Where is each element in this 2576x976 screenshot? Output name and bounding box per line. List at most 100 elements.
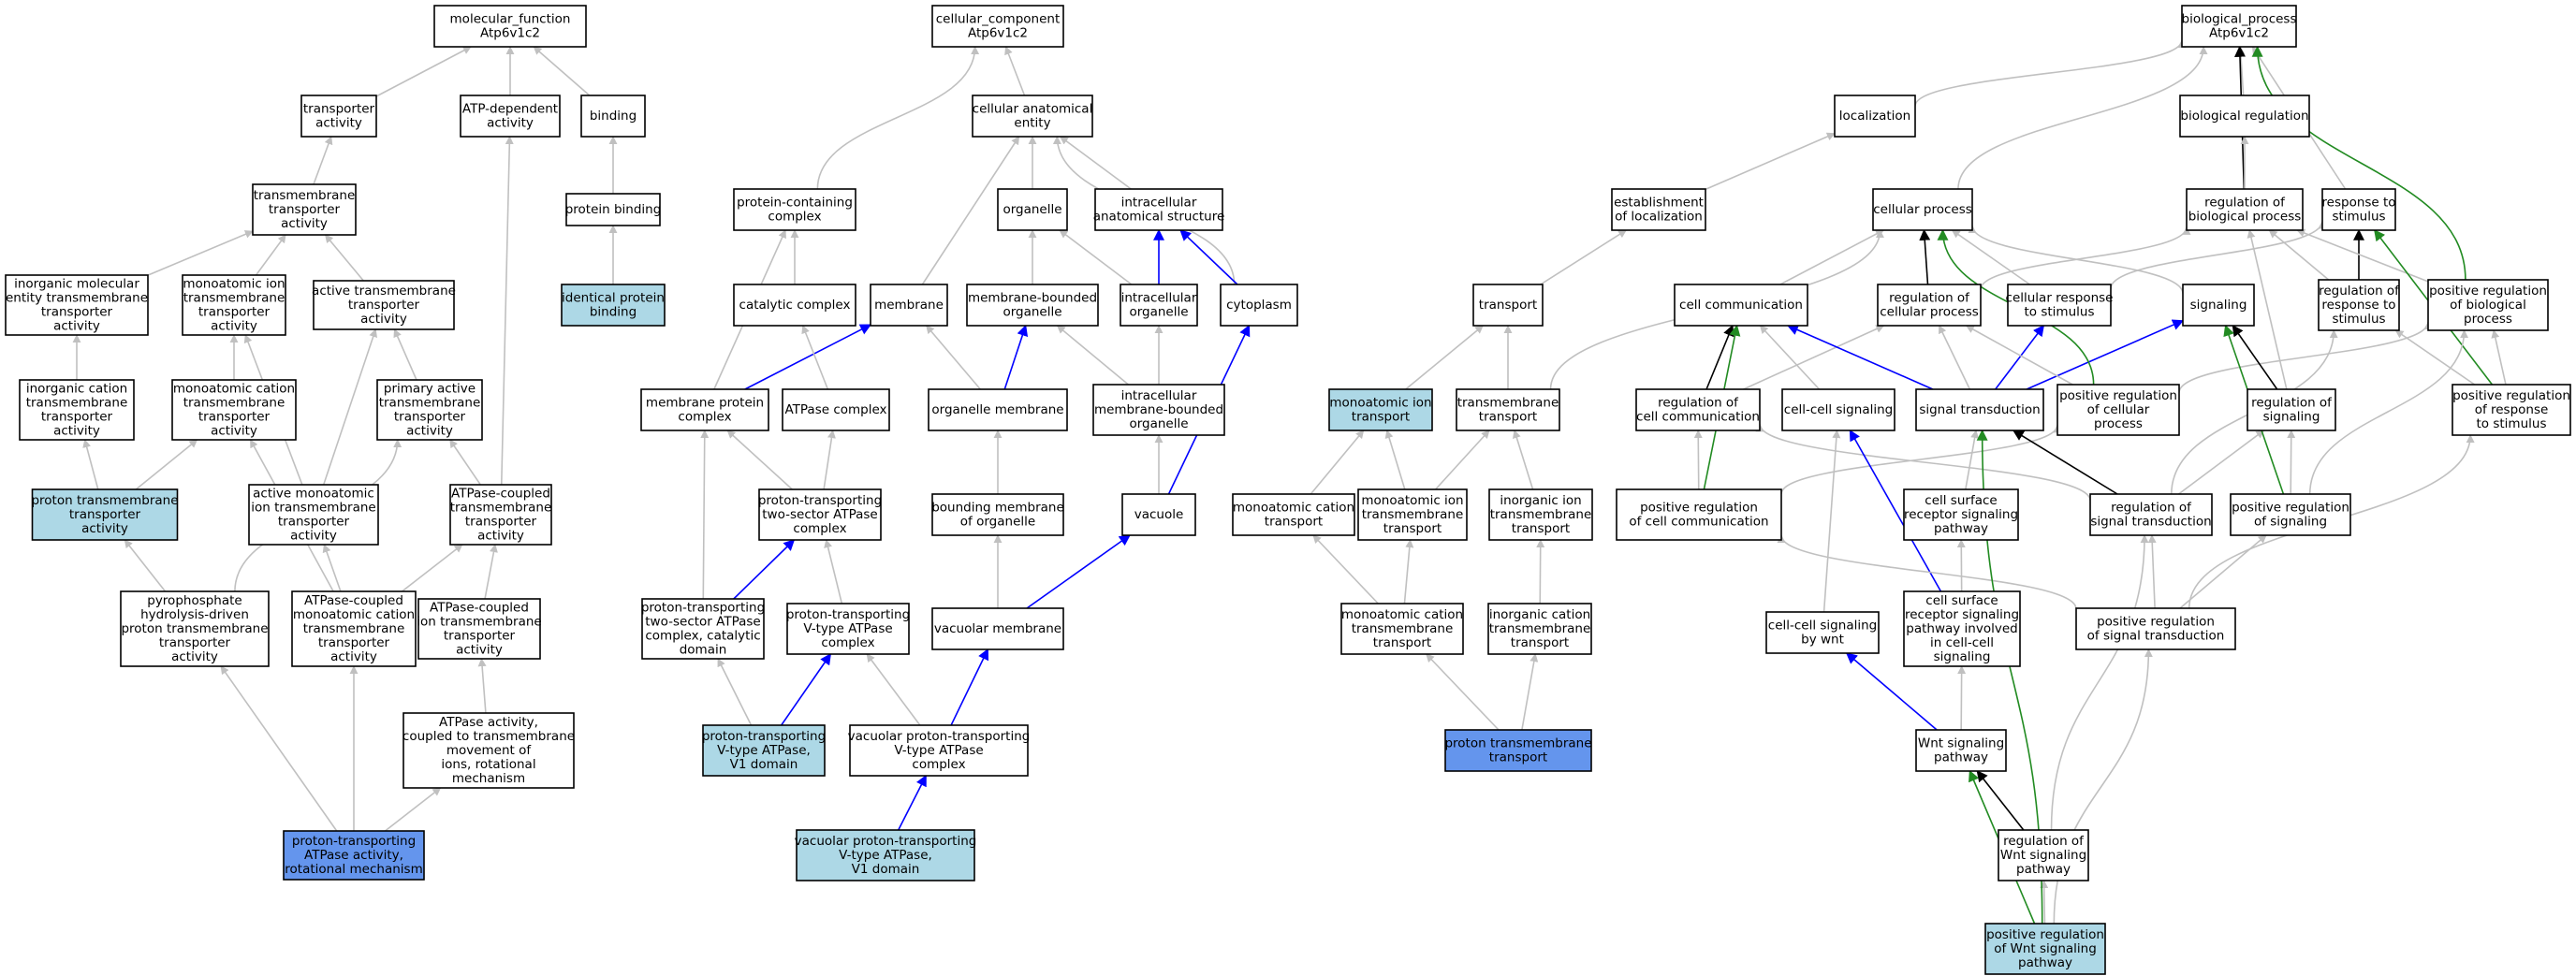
relation-edge-gray	[2268, 229, 2330, 281]
go-term-node[interactable]: ATPase activity,coupled to transmembrane…	[402, 712, 575, 789]
go-term-node[interactable]: monoatomic cationtransmembranetransporte…	[171, 379, 297, 441]
edges-layer	[72, 39, 2507, 925]
relation-edge-gray	[2308, 329, 2469, 495]
relation-edge-gray	[2053, 648, 2153, 925]
node-box	[561, 284, 666, 327]
go-term-node[interactable]: inorganic cationtransmembranetransporter…	[19, 379, 135, 441]
go-term-node[interactable]: monoatomic iontransmembranetransporterac…	[182, 274, 286, 336]
node-label-line: signaling	[2263, 410, 2320, 425]
go-term-node[interactable]: cellular process	[1872, 188, 1973, 231]
go-term-node[interactable]: signaling	[2182, 284, 2255, 327]
go-term-node[interactable]: ATPase-coupledtransmembranetransporterac…	[449, 484, 552, 546]
node-label-line: proton transmembrane	[121, 621, 268, 636]
go-term-node[interactable]: cell communication	[1674, 284, 1808, 327]
node-label-line: monoatomic ion	[183, 277, 285, 292]
go-term-node[interactable]: primary activetransmembranetransporterac…	[376, 379, 483, 441]
go-term-node[interactable]: signal transduction	[1915, 388, 2044, 431]
go-term-node[interactable]: organelle membrane	[928, 388, 1068, 431]
go-term-node[interactable]: cell-cell signaling	[1781, 388, 1895, 431]
go-term-node[interactable]: localization	[1834, 95, 1916, 138]
go-term-node[interactable]: transport	[1472, 284, 1544, 327]
go-term-node[interactable]: membrane	[870, 284, 948, 327]
edge-arrow	[950, 648, 989, 726]
go-term-node[interactable]: biological regulation	[2179, 95, 2310, 138]
go-term-node[interactable]: vacuolar membrane	[931, 607, 1064, 650]
go-term-node[interactable]: protein binding	[565, 193, 662, 226]
relation-edge-gray	[823, 430, 836, 490]
node-label-line: to stimulus	[2477, 416, 2547, 431]
go-term-node[interactable]: ATPase complex	[782, 388, 890, 431]
node-label-line: activity	[330, 649, 377, 664]
node-label-line: transmembrane	[1352, 621, 1454, 636]
go-term-node[interactable]: organelle	[997, 188, 1068, 231]
node-box	[1488, 488, 1593, 541]
go-term-node[interactable]: cytoplasm	[1220, 284, 1298, 327]
go-term-node[interactable]: binding	[580, 95, 646, 138]
node-label-line: ATPase activity,	[439, 715, 538, 730]
node-label-line: ATPase-coupled	[451, 487, 550, 502]
node-label-line: ATPase-coupled	[430, 601, 529, 616]
go-term-node[interactable]: vacuole	[1121, 493, 1196, 536]
relation-edge-gray	[801, 325, 829, 390]
go-term-node[interactable]: catalytic complex	[733, 284, 856, 327]
